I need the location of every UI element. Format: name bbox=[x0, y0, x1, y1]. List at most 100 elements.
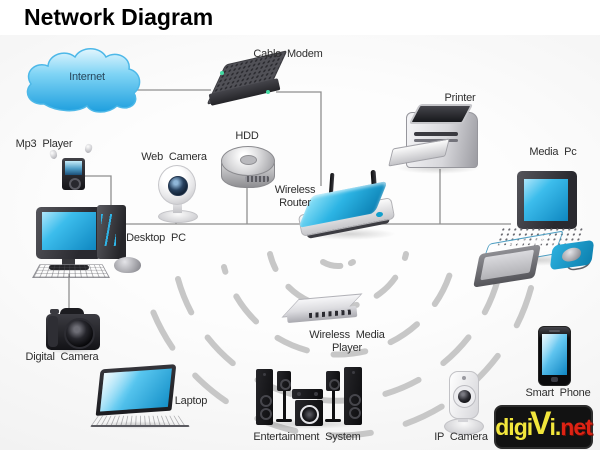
speaker-foot bbox=[276, 419, 292, 422]
webcam-lens bbox=[168, 176, 188, 196]
logo-text-dot: . bbox=[554, 413, 561, 440]
line-mp3-desktop bbox=[84, 175, 112, 207]
web-camera-device bbox=[156, 165, 198, 223]
media-pc-mouse bbox=[561, 246, 582, 263]
mp3-body bbox=[62, 158, 85, 190]
modem-led bbox=[220, 71, 224, 75]
wireless-media-player-device bbox=[281, 293, 363, 324]
speaker-driver bbox=[297, 392, 301, 396]
webcam-stem bbox=[173, 201, 182, 213]
entertainment-system-device bbox=[252, 363, 364, 429]
smart-phone-device bbox=[538, 326, 571, 387]
laptop-shadow bbox=[92, 421, 188, 429]
speaker-tweeter bbox=[352, 371, 355, 374]
desktop-tower bbox=[97, 205, 126, 259]
camera-prism bbox=[60, 308, 84, 318]
media-player-ports bbox=[308, 309, 352, 319]
media-pc-label: Media Pc bbox=[529, 146, 577, 158]
mp3-wheel bbox=[69, 178, 81, 190]
media-pc-monitor bbox=[517, 171, 577, 229]
camera-grip bbox=[48, 316, 58, 347]
tower-vents bbox=[101, 214, 116, 246]
tower-speaker-right bbox=[344, 367, 362, 425]
speaker-foot bbox=[325, 419, 341, 422]
hdd-spindle bbox=[240, 155, 257, 165]
screen-glare bbox=[542, 334, 567, 375]
satellite-speaker-left bbox=[277, 371, 291, 391]
internet-cloud-icon bbox=[26, 48, 141, 113]
speaker-stand bbox=[332, 391, 335, 420]
monitor-foot bbox=[49, 265, 89, 270]
phone-screen bbox=[542, 334, 567, 375]
entertainment-system-label: Entertainment System bbox=[253, 431, 361, 443]
desktop-monitor bbox=[36, 207, 102, 259]
laptop-lid bbox=[95, 364, 177, 416]
media-pc-screen bbox=[524, 179, 568, 221]
tower-speaker-left bbox=[256, 369, 273, 425]
cable-modem-device bbox=[203, 50, 289, 109]
web-camera-label: Web Camera bbox=[141, 151, 207, 163]
smart-phone-label: Smart Phone bbox=[525, 387, 591, 399]
phone-earpiece bbox=[549, 330, 560, 332]
speaker-driver bbox=[260, 408, 272, 420]
logo-text-net: net bbox=[560, 413, 592, 440]
webcam-sphere bbox=[158, 165, 196, 205]
mp3-player-device bbox=[46, 142, 96, 192]
printer-device bbox=[388, 104, 484, 174]
media-pc-device bbox=[470, 168, 596, 288]
wifi-arc bbox=[175, 276, 501, 404]
monitor-neck bbox=[62, 259, 75, 266]
printer-label: Printer bbox=[444, 92, 476, 104]
printer-slot bbox=[414, 132, 458, 136]
laptop-label: Laptop bbox=[174, 395, 208, 407]
ip-camera-led bbox=[462, 376, 466, 380]
desktop-pc-label: Desktop PC bbox=[126, 232, 186, 244]
logo-text-i: i bbox=[549, 413, 555, 440]
desktop-pc-device bbox=[30, 204, 150, 278]
laptop-device bbox=[88, 364, 192, 429]
speaker-stand bbox=[283, 391, 286, 420]
line-modem-router bbox=[276, 91, 322, 186]
wireless-router-label: Wireless Router bbox=[274, 184, 316, 209]
subwoofer bbox=[295, 400, 323, 426]
speaker-driver bbox=[349, 394, 361, 406]
desktop-monitor-screen bbox=[42, 212, 96, 250]
digital-camera-device bbox=[44, 306, 102, 354]
speaker-driver bbox=[349, 407, 361, 419]
wireless-router-device bbox=[296, 169, 400, 242]
ip-camera-device bbox=[442, 369, 484, 435]
camera-lens bbox=[64, 318, 95, 349]
ip-camera-pupil bbox=[458, 390, 471, 403]
desktop-keyboard bbox=[32, 264, 110, 278]
wifi-arc bbox=[320, 259, 356, 269]
satellite-speaker-right bbox=[326, 371, 340, 391]
wifi-arc bbox=[221, 264, 455, 358]
logo-text-v: V bbox=[530, 405, 552, 441]
camera-shutter-button bbox=[50, 309, 59, 314]
mp3-player-label: Mp3 Player bbox=[15, 138, 73, 150]
hdd-label: HDD bbox=[235, 130, 259, 142]
ip-camera-lens bbox=[453, 385, 476, 408]
subwoofer-driver bbox=[300, 405, 319, 424]
speaker-driver bbox=[329, 379, 340, 390]
hdd-device bbox=[221, 146, 275, 188]
laptop-base bbox=[90, 415, 190, 427]
wireless-media-player-label: Wireless Media Player bbox=[309, 329, 385, 354]
logo-text-digi: digi bbox=[495, 413, 533, 440]
speaker-tweeter bbox=[263, 373, 266, 376]
printer-input-tray bbox=[408, 104, 474, 124]
phone-home-button bbox=[551, 377, 558, 382]
desktop-mouse bbox=[114, 257, 141, 273]
hdd-connector bbox=[245, 176, 269, 182]
wifi-arc bbox=[142, 285, 534, 439]
page-title: Network Diagram bbox=[24, 4, 214, 30]
ip-camera-body bbox=[449, 371, 479, 419]
speaker-driver bbox=[314, 392, 318, 396]
mp3-screen bbox=[65, 161, 82, 175]
speaker-driver bbox=[280, 379, 291, 390]
modem-led bbox=[266, 90, 270, 94]
internet-label: Internet bbox=[69, 71, 105, 83]
phone-body bbox=[538, 326, 571, 386]
